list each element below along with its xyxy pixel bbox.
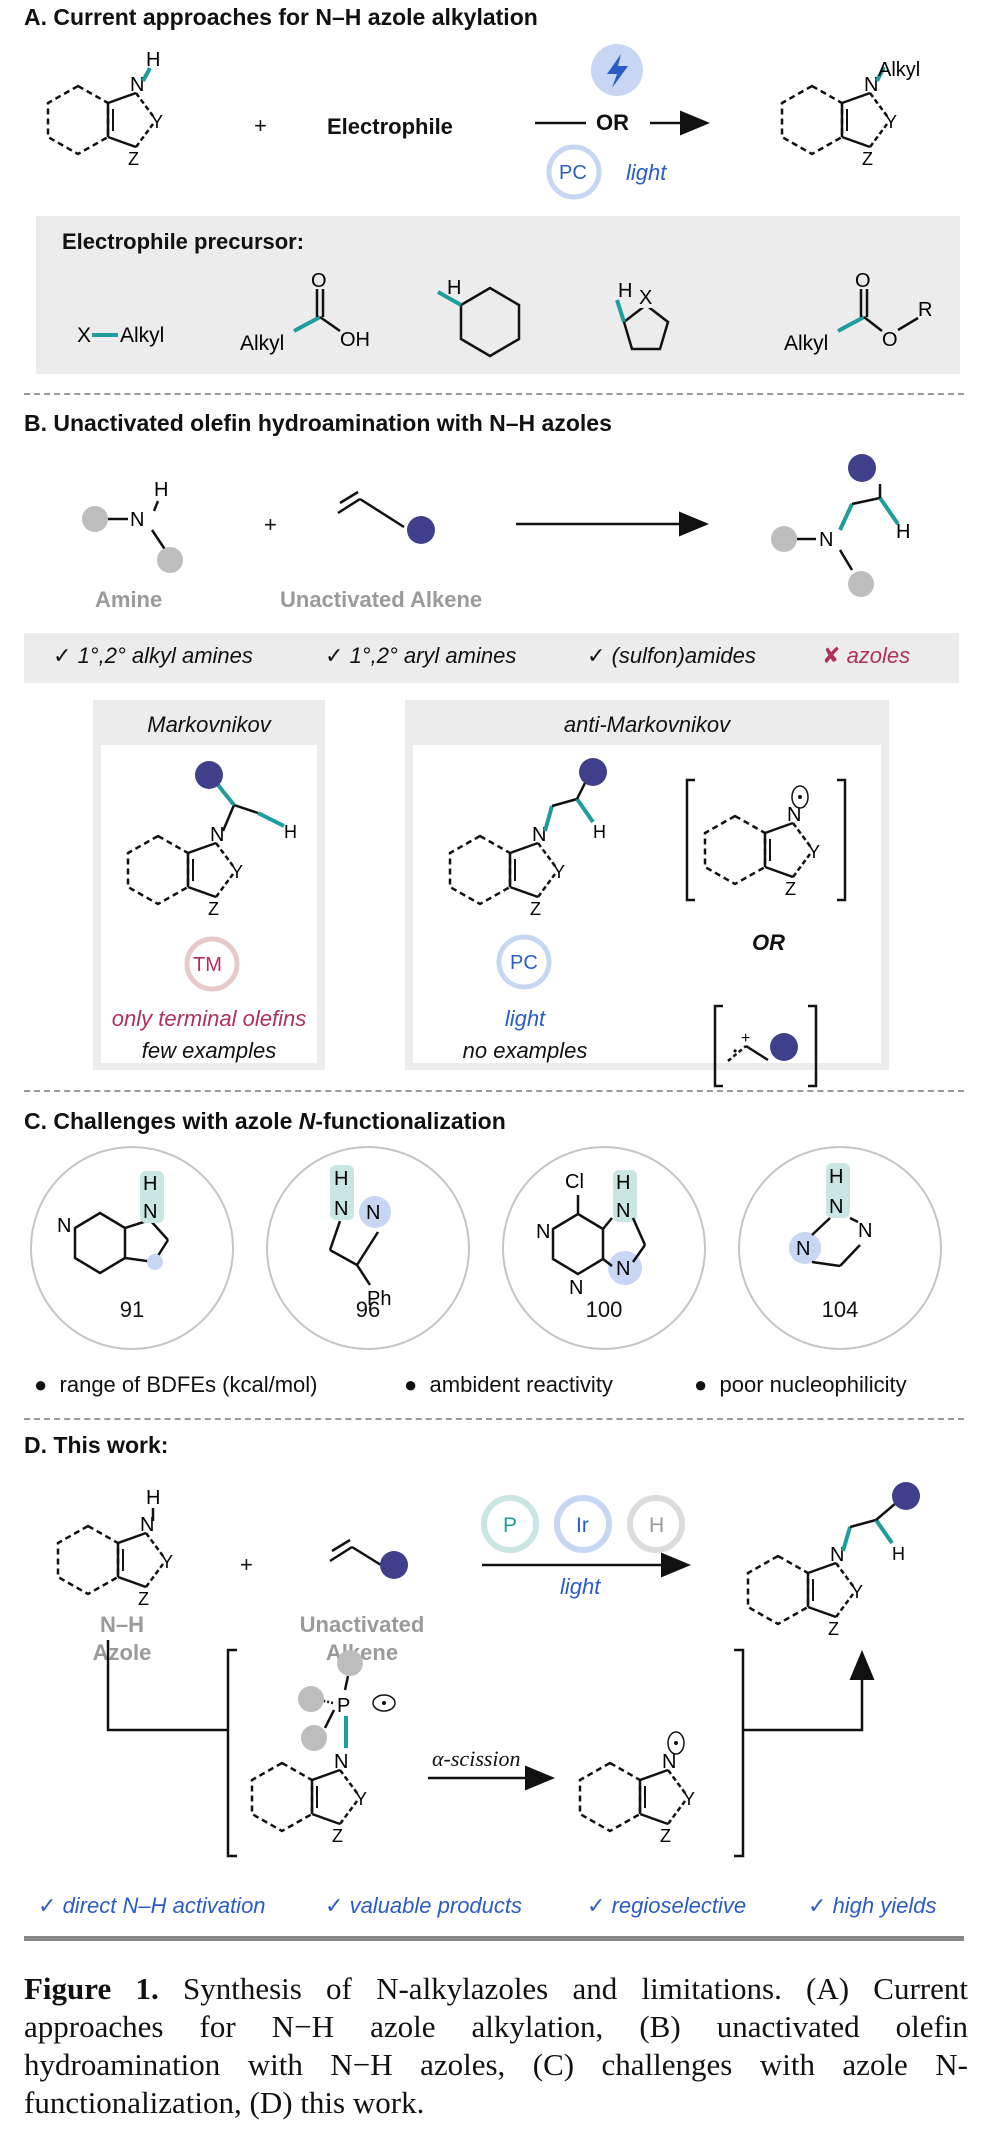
caption-rule [24,1936,964,1941]
feature-direct-activation: ✓ direct N–H activation [38,1893,266,1918]
bullet-ambident: ● ambident reactivity [404,1372,613,1397]
svg-text:TM: TM [193,954,222,976]
svg-text:H: H [618,280,632,302]
cat-ir-label: Ir [576,1514,589,1537]
svg-text:H: H [892,1544,905,1564]
svg-text:N: N [616,1258,630,1280]
svg-text:N: N [57,1215,71,1237]
svg-text:H: H [146,1487,160,1509]
plus-sign-d: + [240,1552,253,1577]
section-a-heading: A. Current approaches for N–H azole alky… [24,4,538,30]
cat-p-label: P [503,1514,517,1537]
alkene-label: Unactivated Alkene [280,587,483,612]
bullet-nucleophilicity: ● poor nucleophilicity [694,1372,907,1397]
bdfe-triazole: 104 [821,1297,859,1322]
scope-item-alkyl-amines: ✓ 1°,2° alkyl amines [53,643,253,668]
svg-text:PC: PC [510,952,538,974]
svg-text:N: N [796,1238,810,1260]
cat-h-label: H [649,1514,664,1537]
svg-text:N: N [569,1277,583,1299]
or-label: OR [596,110,629,135]
phenyl-label: Ph [367,1288,391,1310]
feature-high-yields: ✓ high yields [808,1893,937,1918]
substrate-scope-bar [24,633,959,683]
light-label-d: light [560,1574,601,1599]
svg-text:H: H [146,49,160,71]
amine-label: Amine [95,587,163,612]
svg-text:X: X [639,287,652,309]
svg-text:Alkyl: Alkyl [240,332,284,355]
chloro-label: Cl [565,1171,584,1193]
svg-text:O: O [882,329,898,351]
svg-text:H: H [154,479,168,501]
section-b-heading: B. Unactivated olefin hydroamination wit… [24,410,612,436]
markovnikov-note-2: few examples [141,1038,277,1063]
svg-text:N: N [819,529,833,551]
svg-text:N: N [130,509,144,531]
azole-label-2: Azole [92,1640,152,1665]
svg-text:N: N [334,1198,348,1220]
svg-text:N: N [143,1201,157,1223]
anti-note-1: light [504,1006,546,1031]
svg-text:X: X [77,324,91,347]
plus-sign: + [254,113,267,138]
anti-markovnikov-panel-body [413,745,881,1063]
svg-text:O: O [311,270,327,292]
anti-markovnikov-title: anti-Markovnikov [563,712,731,737]
svg-text:N: N [366,1202,380,1224]
electrophile-label: Electrophile [327,114,453,139]
markovnikov-title: Markovnikov [147,712,271,737]
light-label: light [626,160,667,185]
electrophile-precursor-box [36,216,960,374]
svg-text:+: + [741,1030,750,1047]
svg-text:O: O [855,270,871,292]
anti-note-2: no examples [462,1038,588,1063]
svg-text:H: H [284,822,297,842]
svg-text:H: H [616,1172,630,1194]
svg-text:H: H [896,521,910,543]
azaindole-circle [30,1146,234,1350]
svg-text:P: P [337,1695,350,1717]
figure-caption: Figure 1. Synthesis of N-alkylazoles and… [24,1971,969,2120]
svg-text:Alkyl: Alkyl [120,324,164,347]
anti-or-label: OR [752,930,785,955]
svg-text:PC: PC [559,162,587,184]
alpha-scission-label: α-scission [432,1746,521,1771]
bdfe-phenylpyrazole: 96 [355,1297,381,1322]
bdfe-chloropurine: 100 [585,1297,623,1322]
svg-text:Alkyl: Alkyl [784,332,828,355]
svg-text:N: N [829,1196,843,1218]
svg-text:H: H [829,1166,843,1188]
svg-text:N: N [858,1220,872,1242]
divider-b [24,1090,964,1092]
bullet-bdfe-range: ● range of BDFEs (kcal/mol) [34,1372,318,1397]
svg-text:•: • [733,1044,737,1058]
alkyl-label: Alkyl [878,59,920,81]
section-c-heading: C. Challenges with azole N-functionaliza… [24,1108,506,1134]
svg-text:H: H [143,1173,157,1195]
bdfe-azaindole: 91 [119,1297,145,1322]
scope-item-sulfonamides: ✓ (sulfon)amides [587,643,756,668]
feature-valuable-products: ✓ valuable products [325,1893,523,1918]
svg-text:N: N [616,1200,630,1222]
plus-sign-b: + [264,512,277,537]
divider-c [24,1418,964,1420]
svg-text:H: H [334,1168,348,1190]
section-d-heading: D. This work: [24,1432,169,1458]
divider-a [24,393,964,395]
svg-text:N: N [536,1221,550,1243]
azole-label-1: N–H [99,1612,144,1637]
svg-text:R: R [918,299,932,321]
precursor-title: Electrophile precursor: [62,229,305,254]
scope-item-aryl-amines: ✓ 1°,2° aryl amines [325,643,517,668]
svg-text:H: H [593,822,606,842]
feature-regioselective: ✓ regioselective [587,1893,747,1918]
scope-item-azoles: ✘ azoles [822,643,911,668]
svg-text:H: H [447,277,461,299]
svg-text:OH: OH [340,329,370,351]
alkene-label-d-1: Unactivated [299,1612,425,1637]
markovnikov-note-1: only terminal olefins [111,1006,307,1031]
